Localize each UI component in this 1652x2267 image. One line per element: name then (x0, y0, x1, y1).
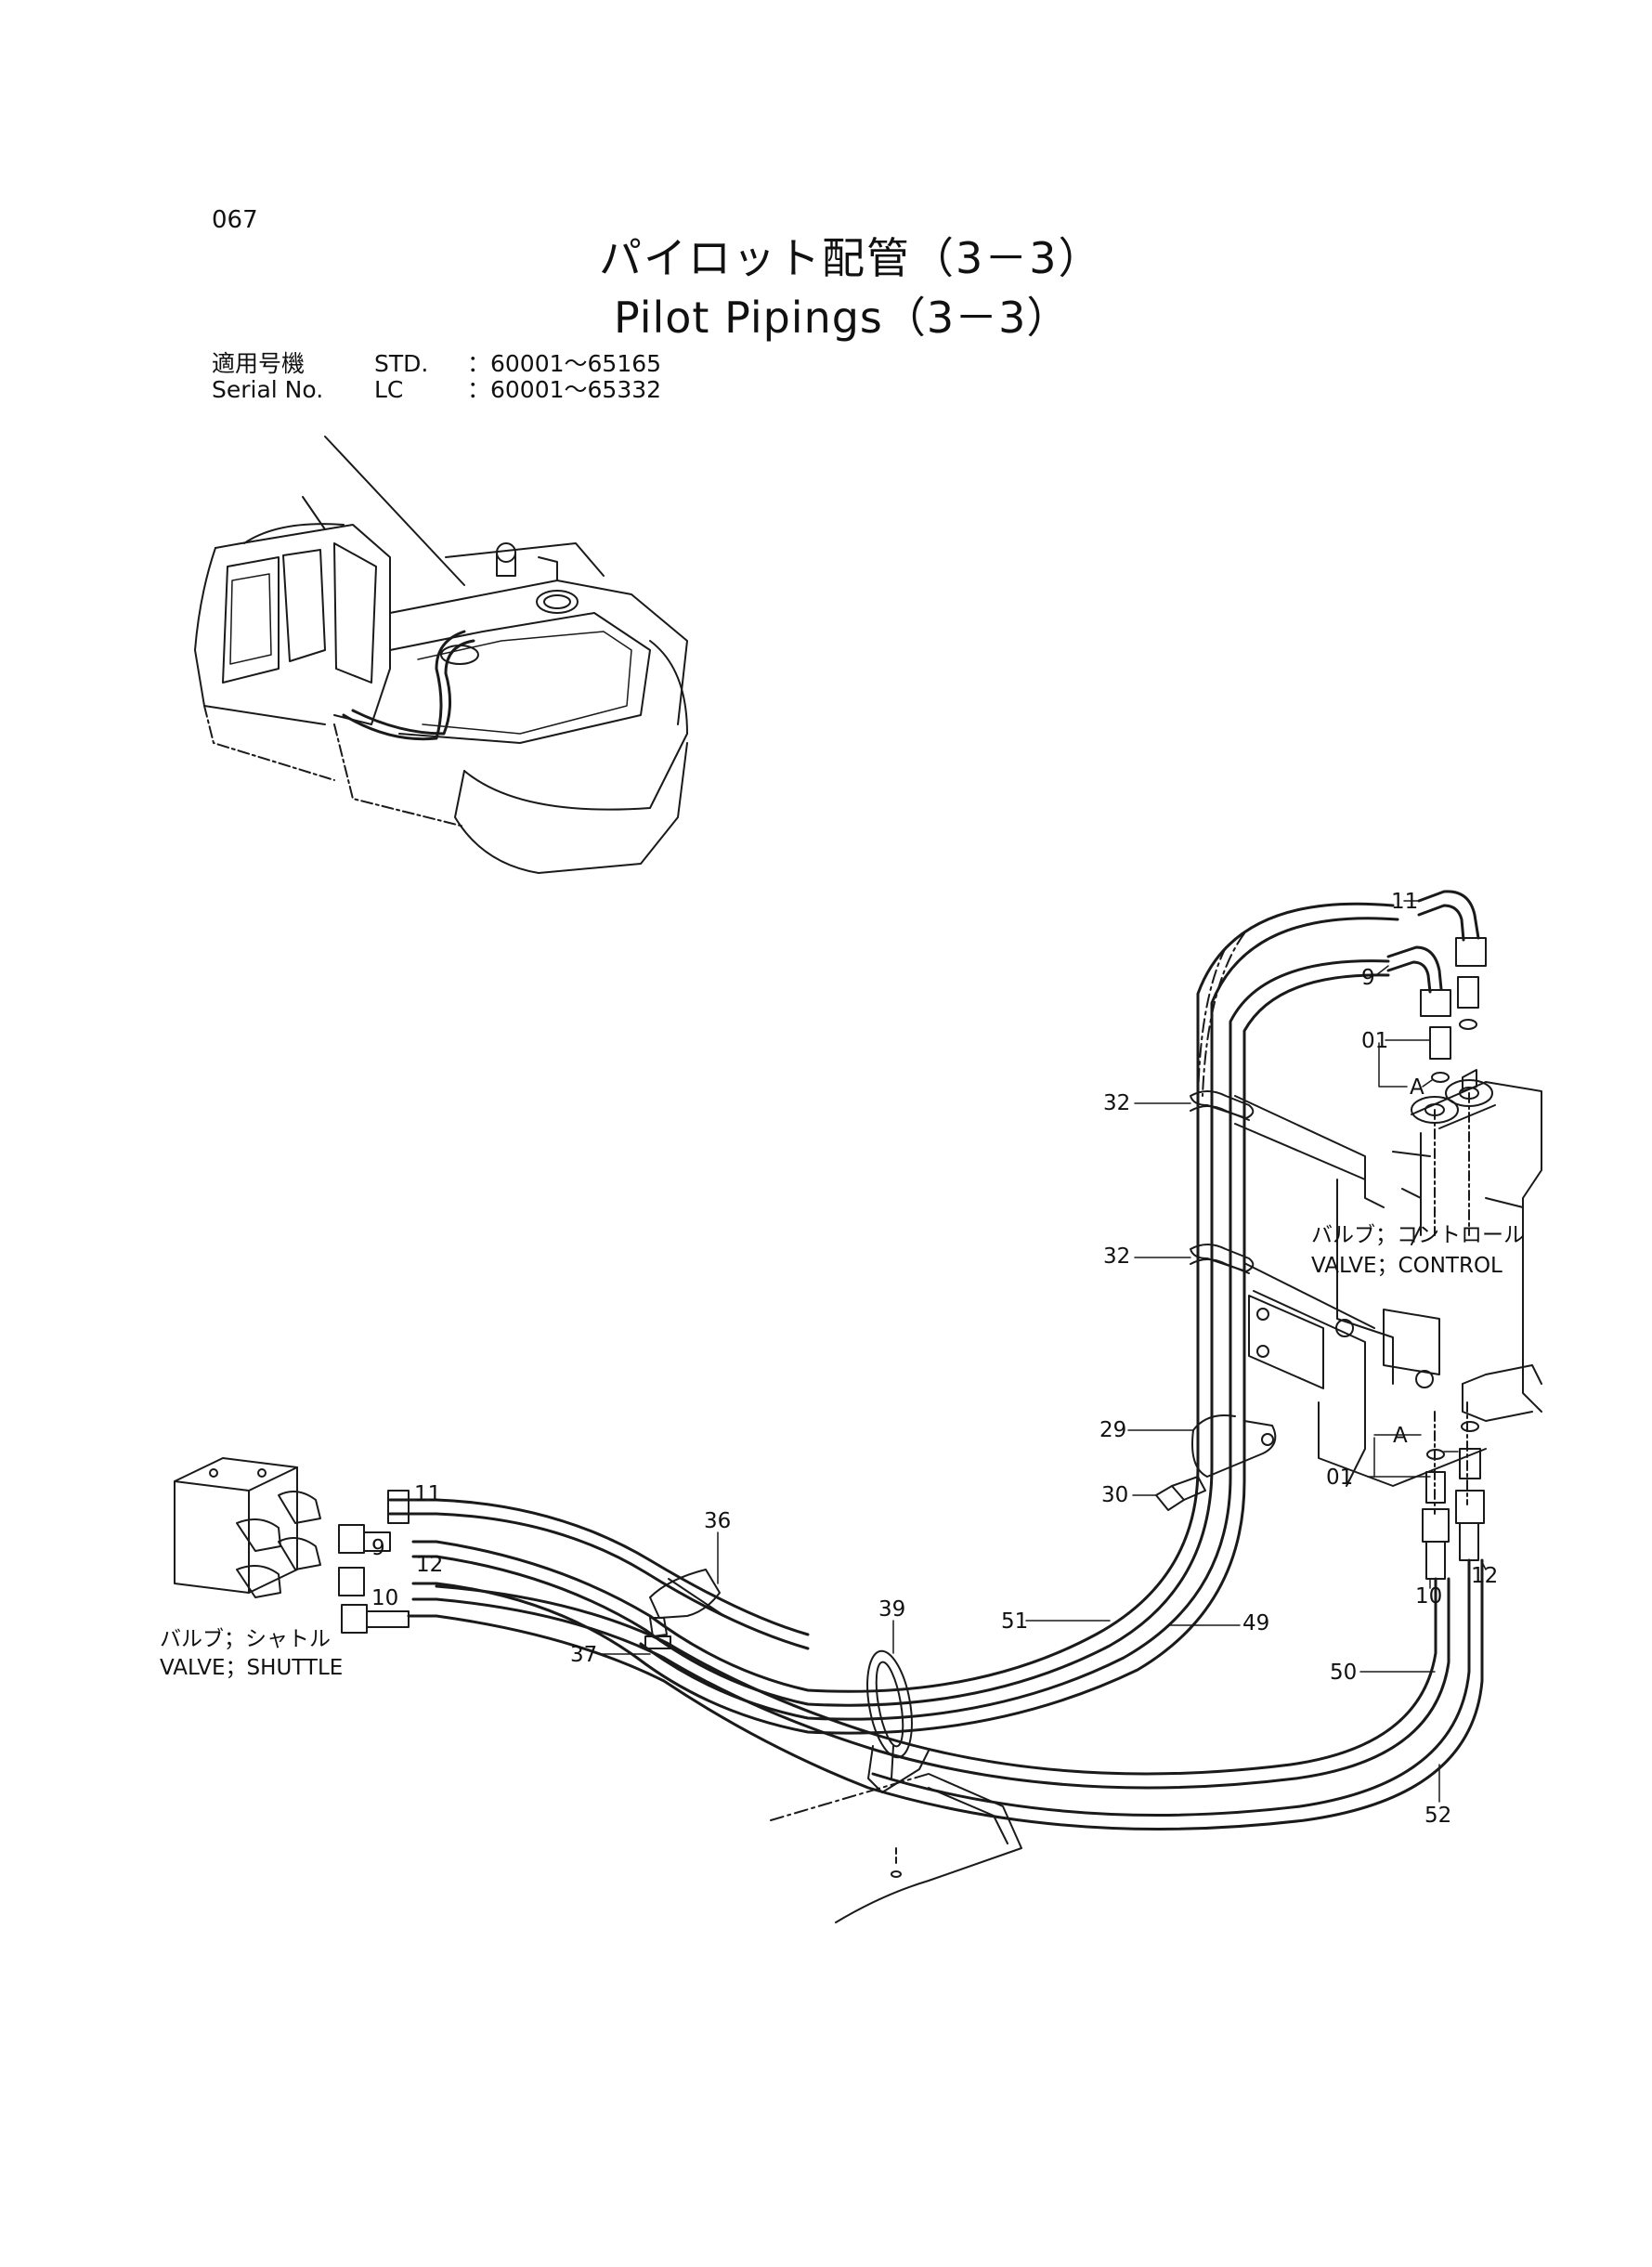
upper-fittings-drawing (1386, 890, 1487, 1580)
callout-A-bottom: A (1393, 1424, 1408, 1448)
control-valve-label-en: VALVE；CONTROL (1311, 1254, 1502, 1278)
callout-10-left: 10 (371, 1586, 399, 1610)
shuttle-valve-label-en: VALVE；SHUTTLE (160, 1656, 344, 1680)
callout-12-left: 12 (416, 1553, 444, 1577)
callout-11-left: 11 (414, 1482, 442, 1506)
serial-range-lc: ：60001～65332 (467, 376, 662, 403)
leader-lines (601, 900, 1487, 1803)
callout-9-left: 9 (371, 1536, 385, 1560)
callout-50: 50 (1330, 1661, 1358, 1685)
clamp-drawing (1155, 1090, 1277, 1511)
callout-01-bottom: 01 (1326, 1466, 1354, 1490)
serial-row-std: 適用号機 STD. ：60001～65165 (212, 345, 661, 379)
shuttle-valve-drawing (174, 1457, 410, 1634)
serial-type-lc: LC (374, 376, 404, 403)
shuttle-valve-label-ja: バルブ；シャトル (160, 1627, 331, 1651)
serial-type-std: STD. (374, 350, 429, 377)
callout-52: 52 (1424, 1804, 1452, 1828)
page-number: 067 (212, 206, 258, 234)
callout-A-top: A (1410, 1075, 1424, 1100)
callout-36: 36 (704, 1509, 732, 1533)
callout-29: 29 (1099, 1418, 1127, 1442)
callout-49: 49 (1242, 1611, 1270, 1635)
title-english: Pilot Pipings（3－3） (614, 293, 1071, 343)
control-valve-drawing (1197, 932, 1542, 1515)
callout-32-lower: 32 (1103, 1244, 1131, 1269)
serial-label-ja: 適用号機 (212, 350, 306, 377)
callout-37: 37 (570, 1643, 598, 1667)
serial-label-en: Serial No. (212, 376, 324, 403)
lower-clamp-drawing (644, 1569, 1022, 1923)
control-valve-label-ja: バルブ；コントロール (1311, 1223, 1525, 1247)
excavator-overview-drawing (194, 436, 688, 874)
callout-11-top: 11 (1391, 890, 1419, 914)
serial-row-lc: Serial No. LC ：60001～65332 (212, 371, 661, 405)
hose-drawing (388, 902, 1484, 1831)
callout-30: 30 (1101, 1483, 1129, 1507)
callout-32-upper: 32 (1103, 1091, 1131, 1115)
callout-01-top: 01 (1361, 1029, 1389, 1053)
callout-12-right: 12 (1471, 1564, 1499, 1588)
title-japanese: パイロット配管（3－3） (599, 233, 1103, 283)
callout-10-right: 10 (1415, 1584, 1443, 1609)
callout-51: 51 (1001, 1609, 1029, 1634)
callout-9-top: 9 (1361, 966, 1375, 990)
serial-range-std: ：60001～65165 (467, 350, 662, 377)
callout-39: 39 (878, 1597, 906, 1622)
